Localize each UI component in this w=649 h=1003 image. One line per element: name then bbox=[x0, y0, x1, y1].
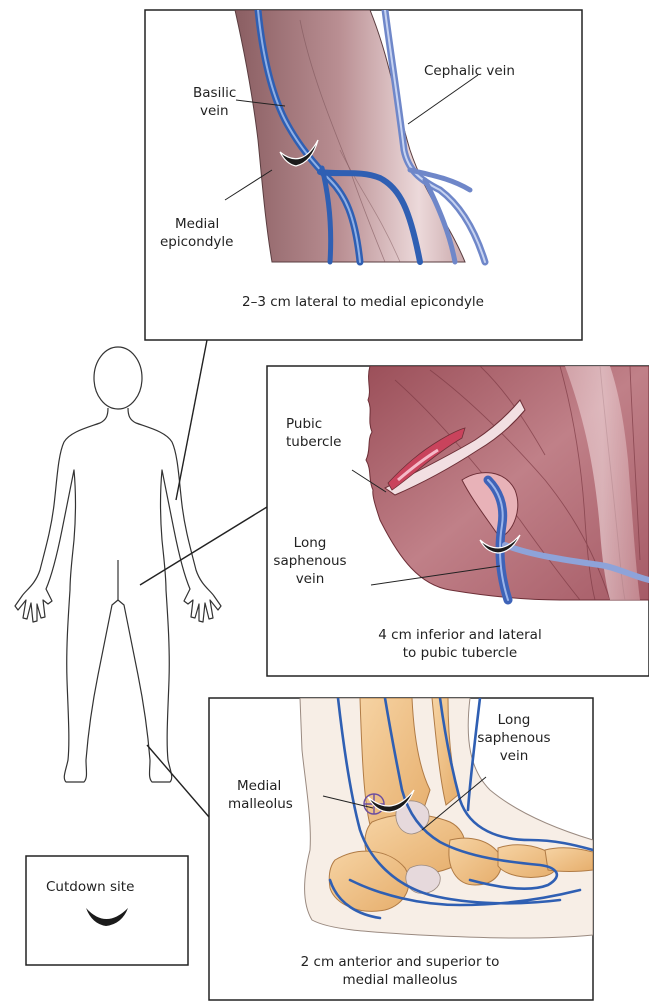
groin-panel: Pubic tubercle Long saphenous vein 4 cm … bbox=[267, 366, 649, 676]
groin-saph-label-l2: saphenous bbox=[273, 553, 346, 569]
cephalic-label: Cephalic vein bbox=[424, 63, 515, 79]
legend: Cutdown site bbox=[26, 856, 188, 965]
arm-panel: Basilic vein Cephalic vein Medial epicon… bbox=[145, 10, 582, 340]
ankle-caption-l1: 2 cm anterior and superior to bbox=[301, 954, 500, 970]
leader-ankle bbox=[147, 745, 209, 817]
basilic-label-l2: vein bbox=[200, 103, 229, 119]
arm-caption: 2–3 cm lateral to medial epicondyle bbox=[242, 294, 484, 310]
human-body-outline bbox=[15, 347, 221, 782]
ankle-saph-label-l2: saphenous bbox=[477, 730, 550, 746]
groin-caption-l1: 4 cm inferior and lateral bbox=[378, 627, 541, 643]
groin-illustration bbox=[366, 366, 649, 600]
pubic-label-l1: Pubic bbox=[286, 416, 322, 432]
leader-groin bbox=[140, 507, 267, 585]
pubic-label-l2: tubercle bbox=[286, 434, 341, 450]
malleolus-label-l1: Medial bbox=[237, 778, 281, 794]
ankle-caption-l2: medial malleolus bbox=[343, 972, 458, 988]
legend-frame bbox=[26, 856, 188, 965]
medial-epicondyle-label-l1: Medial bbox=[175, 216, 219, 232]
medial-epicondyle-label-l2: epicondyle bbox=[160, 234, 233, 250]
legend-label: Cutdown site bbox=[46, 879, 134, 895]
groin-saph-label-l3: vein bbox=[296, 571, 325, 587]
basilic-label-l1: Basilic bbox=[193, 85, 236, 101]
ankle-saph-label-l1: Long bbox=[498, 712, 531, 728]
groin-saph-label-l1: Long bbox=[294, 535, 327, 551]
leader-arm bbox=[176, 340, 207, 500]
ankle-panel: Long saphenous vein Medial malleolus 2 c… bbox=[209, 698, 593, 1000]
groin-caption-l2: to pubic tubercle bbox=[403, 645, 517, 661]
malleolus-label-l2: malleolus bbox=[228, 796, 293, 812]
ankle-saph-label-l3: vein bbox=[500, 748, 529, 764]
